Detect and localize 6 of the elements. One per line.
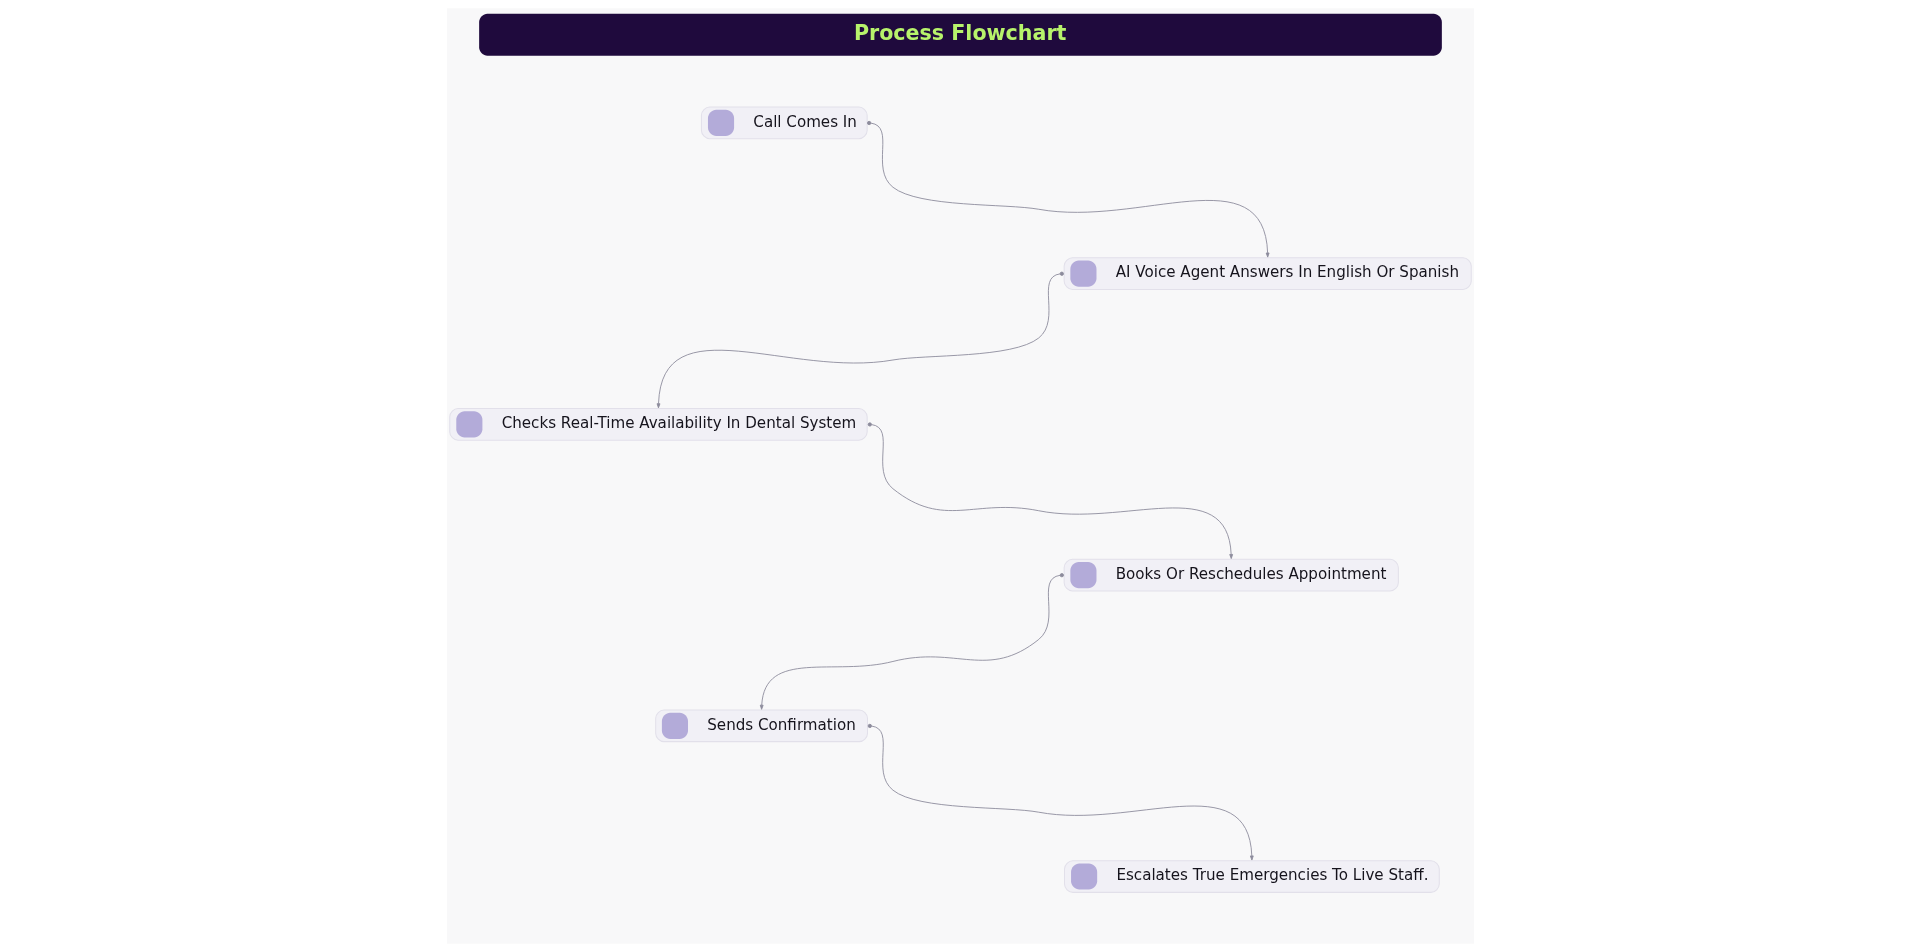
arrow	[759, 573, 1064, 710]
arrow	[867, 723, 1254, 861]
arrow	[866, 120, 1270, 258]
diagram-title: Process Flowchart	[853, 20, 1066, 45]
arrow	[656, 271, 1064, 409]
arrow	[867, 422, 1233, 560]
